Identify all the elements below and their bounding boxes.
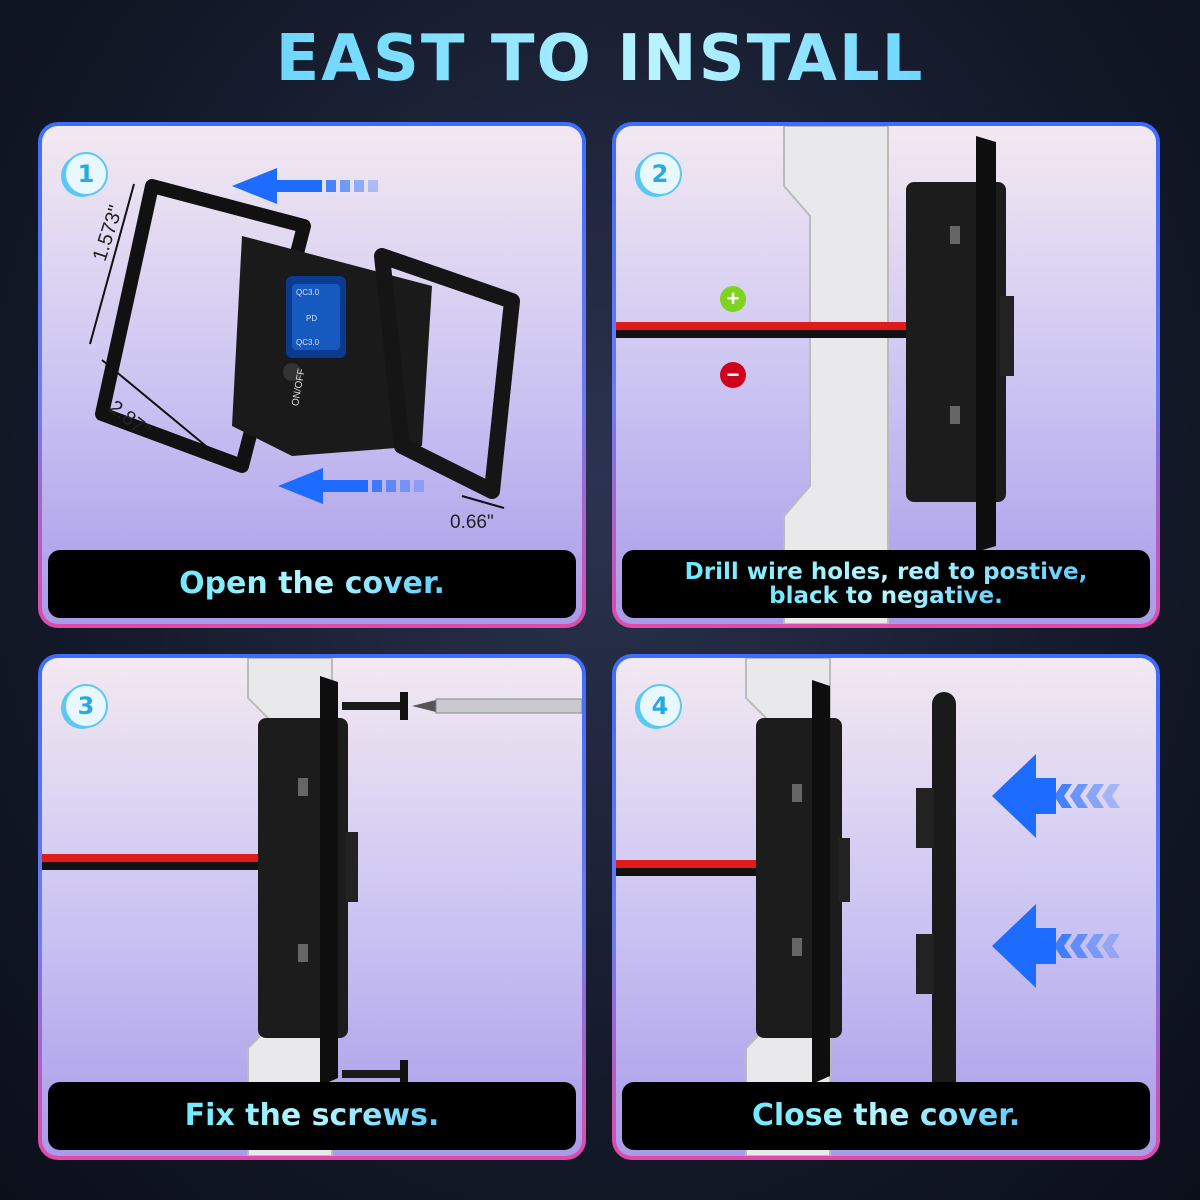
negative-icon: − <box>720 362 746 388</box>
step-caption: Close the cover. <box>751 1098 1021 1134</box>
depth-dimension-label: 0.66" <box>450 512 494 533</box>
arrow-left-icon <box>278 468 424 504</box>
open-cover-illustration <box>89 168 520 509</box>
step-panel-1: 1.573" 2.87" 0.66" ON/OFF QC3.0 PD QC3.0… <box>38 122 586 628</box>
drill-wire-illustration <box>616 126 1014 624</box>
fix-screws-illustration <box>42 658 582 1156</box>
arrow-left-icon <box>232 168 378 204</box>
screw-icon <box>342 1060 408 1088</box>
caption-bar: Open the cover. <box>48 550 576 618</box>
step-caption: Open the cover. <box>179 566 445 602</box>
step-caption-line-2: black to negative. <box>769 583 1003 609</box>
step-caption-line-1: Drill wire holes, red to postive, <box>684 558 1088 585</box>
step-badge: 4 <box>638 684 682 728</box>
arrow-left-icon <box>992 904 1120 988</box>
step-badge: 3 <box>64 684 108 728</box>
arrow-left-icon <box>992 754 1120 838</box>
step-caption: Fix the screws. <box>184 1098 440 1134</box>
caption-bar: Fix the screws. <box>48 1082 576 1150</box>
step-panel-4: 4 Close the cover. <box>612 654 1160 1160</box>
screwdriver-icon <box>412 698 582 714</box>
port-label-mid: PD <box>306 314 318 323</box>
step-badge: 1 <box>64 152 108 196</box>
caption-bar: Drill wire holes, red to postive, black … <box>622 550 1150 618</box>
port-label-top: QC3.0 <box>296 288 320 297</box>
step-badge: 2 <box>638 152 682 196</box>
step-panel-2: + − 2 Drill wire holes, red to postive, … <box>612 122 1160 628</box>
caption-bar: Close the cover. <box>622 1082 1150 1150</box>
screw-icon <box>342 692 408 720</box>
positive-icon: + <box>720 286 746 312</box>
close-cover-illustration <box>616 658 1120 1156</box>
page-title: EAST TO INSTALL <box>0 22 1200 96</box>
port-label-bottom: QC3.0 <box>296 338 320 347</box>
step-panel-3: 3 Fix the screws. <box>38 654 586 1160</box>
